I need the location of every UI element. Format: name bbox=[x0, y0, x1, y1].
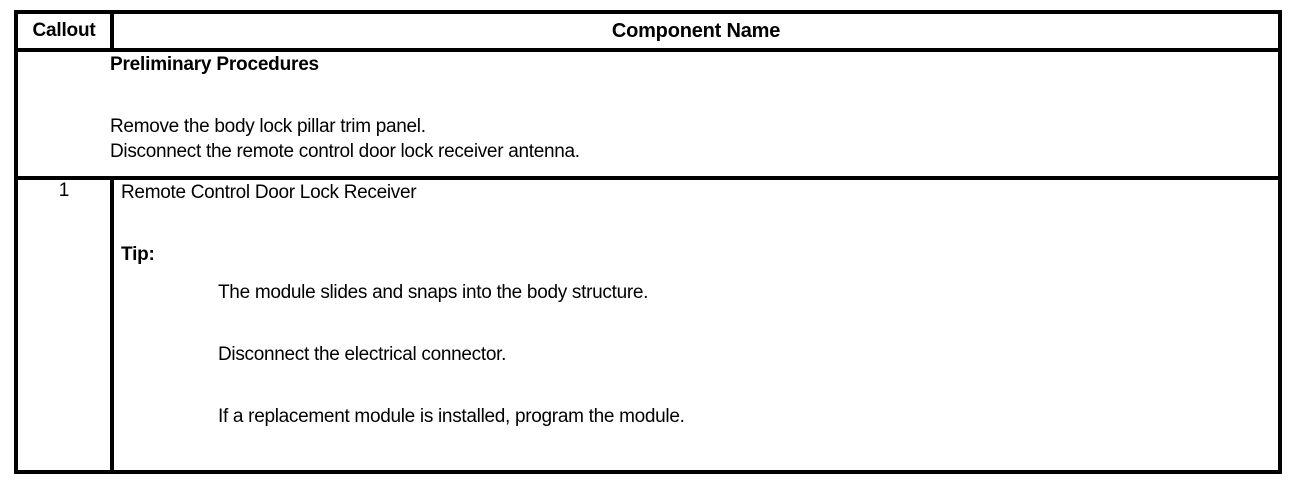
preliminary-procedures-title: Preliminary Procedures bbox=[110, 54, 319, 75]
header-label-component-name: Component Name bbox=[611, 20, 781, 42]
header-cell-callout: Callout bbox=[14, 10, 114, 52]
detail-spacer bbox=[121, 206, 1278, 242]
preliminary-spacer bbox=[110, 78, 1278, 114]
table-header-row: Callout Component Name bbox=[14, 10, 1282, 52]
header-label-callout: Callout bbox=[32, 20, 96, 41]
component-table: Callout Component Name Preliminary Proce… bbox=[14, 10, 1282, 474]
callout-number-1: 1 bbox=[58, 180, 70, 201]
callout-number-cell: 1 bbox=[14, 176, 114, 474]
preliminary-procedures-content: Preliminary Procedures Remove the body l… bbox=[18, 52, 1278, 164]
preliminary-procedures-cell: Preliminary Procedures Remove the body l… bbox=[14, 48, 1282, 180]
table-row: 1 Remote Control Door Lock Receiver Tip:… bbox=[14, 176, 1282, 474]
component-name-value: Remote Control Door Lock Receiver bbox=[121, 182, 417, 203]
preliminary-procedures-row: Preliminary Procedures Remove the body l… bbox=[14, 48, 1282, 180]
component-detail-cell: Remote Control Door Lock Receiver Tip: T… bbox=[110, 176, 1282, 474]
component-detail-content: Remote Control Door Lock Receiver Tip: T… bbox=[114, 180, 1278, 429]
tip-line-2: Disconnect the electrical connector. bbox=[218, 344, 507, 365]
preliminary-step-2: Disconnect the remote control door lock … bbox=[110, 141, 580, 162]
tip-line-1: The module slides and snaps into the bod… bbox=[218, 282, 649, 303]
tip-label: Tip: bbox=[121, 244, 155, 265]
preliminary-step-1: Remove the body lock pillar trim panel. bbox=[110, 116, 426, 137]
header-cell-component-name: Component Name bbox=[110, 10, 1282, 52]
tip-line-3: If a replacement module is installed, pr… bbox=[218, 406, 685, 427]
tip-list: The module slides and snaps into the bod… bbox=[121, 280, 1278, 429]
